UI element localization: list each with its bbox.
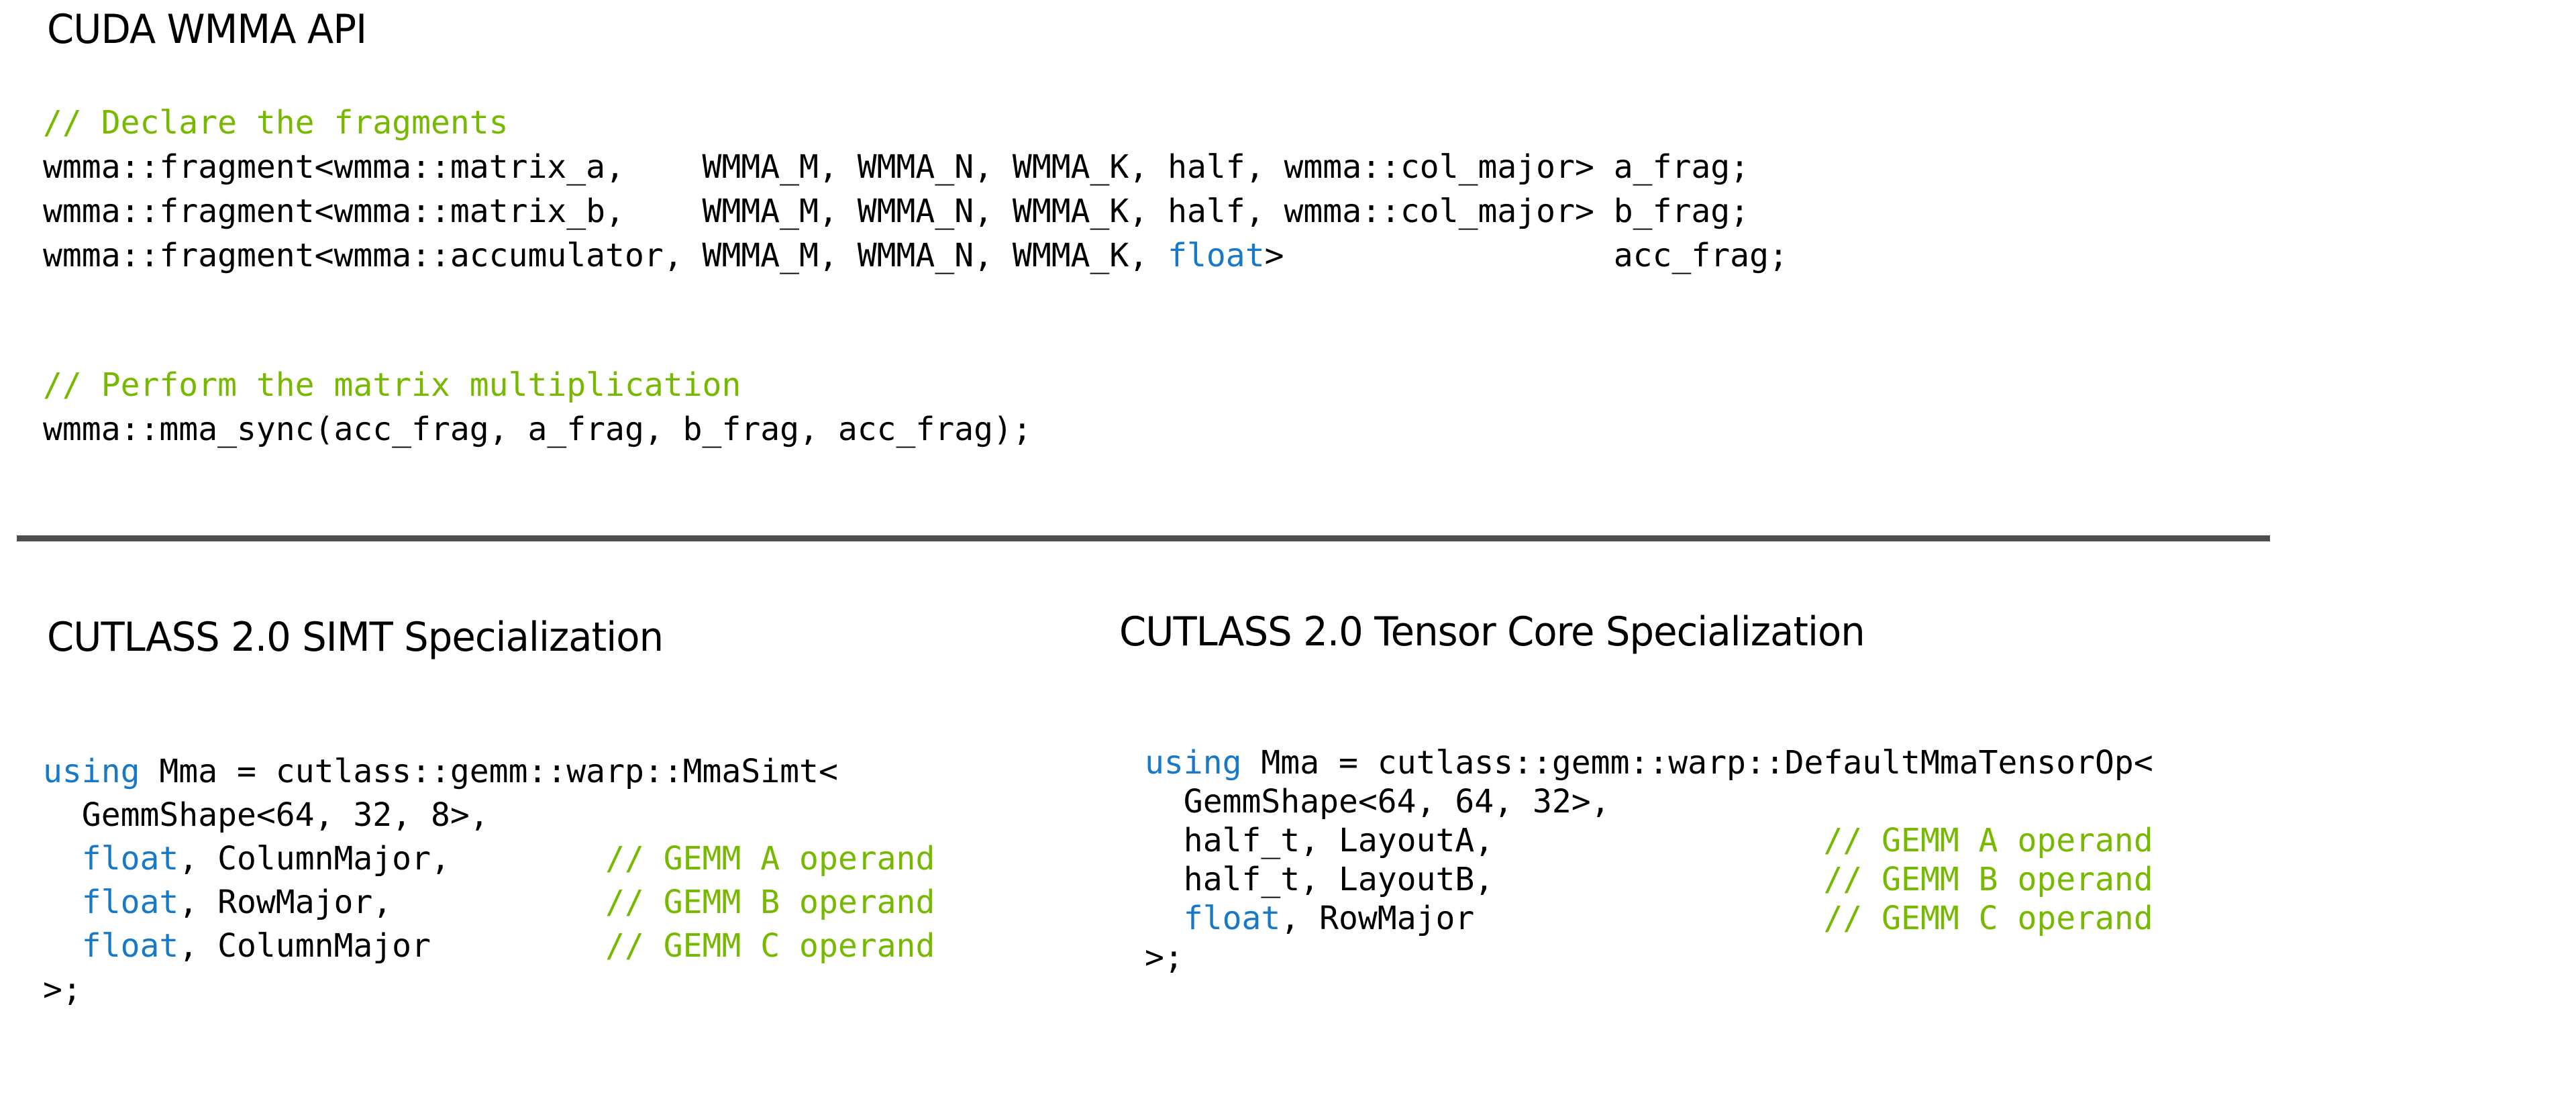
code-line: // Perform the matrix multiplication <box>43 366 741 404</box>
code-line: wmma::fragment<wmma::matrix_a, WMMA_M, W… <box>43 148 1750 186</box>
code-line: half_t, LayoutA, // GEMM A operand <box>1145 822 2153 859</box>
code-line: GemmShape<64, 64, 32>, <box>1145 783 1610 820</box>
code-line: float, ColumnMajor, // GEMM A operand <box>81 840 935 877</box>
tensor-core-section-heading: CUTLASS 2.0 Tensor Core Specialization <box>1119 608 1865 655</box>
code-line: >; <box>1145 939 1184 976</box>
wmma-multiply-code-block: // Perform the matrix multiplication wmma… <box>43 363 1032 451</box>
code-line: wmma::fragment<wmma::matrix_b, WMMA_M, W… <box>43 193 1750 230</box>
code-line: // Declare the fragments <box>43 104 509 142</box>
code-line: wmma::fragment<wmma::accumulator, WMMA_M… <box>43 237 1788 274</box>
code-line: using Mma = cutlass::gemm::warp::Default… <box>1145 744 2153 782</box>
slide-title: CUDA WMMA API <box>47 6 367 53</box>
simt-section-heading: CUTLASS 2.0 SIMT Specialization <box>47 614 664 661</box>
code-line: float, RowMajor // GEMM C operand <box>1183 900 2153 937</box>
code-line: GemmShape<64, 32, 8>, <box>43 796 489 834</box>
code-line: using Mma = cutlass::gemm::warp::MmaSimt… <box>43 753 838 790</box>
code-line: float, RowMajor, // GEMM B operand <box>81 884 935 921</box>
code-line: half_t, LayoutB, // GEMM B operand <box>1145 861 2153 898</box>
code-line: float, ColumnMajor // GEMM C operand <box>81 927 935 965</box>
tensor-core-code-block: using Mma = cutlass::gemm::warp::Default… <box>1145 743 2153 977</box>
simt-code-block: using Mma = cutlass::gemm::warp::MmaSimt… <box>43 750 935 1012</box>
section-divider <box>17 535 2270 541</box>
code-line: >; <box>43 971 82 1008</box>
code-line: wmma::mma_sync(acc_frag, a_frag, b_frag,… <box>43 411 1032 448</box>
